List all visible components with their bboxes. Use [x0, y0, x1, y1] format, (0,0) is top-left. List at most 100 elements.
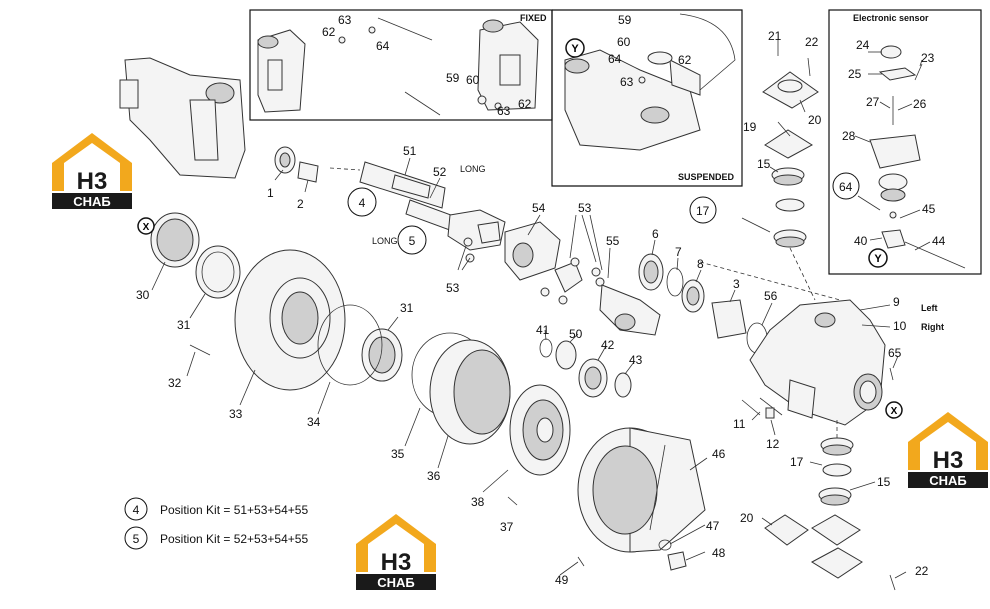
part-65-bolt [889, 367, 894, 381]
label-52: 52 [433, 165, 447, 179]
label-20-upper: 20 [808, 113, 822, 127]
part-33-wheel-hub [234, 249, 346, 391]
h3-snab-logo-left: H3 СНАБ [52, 133, 132, 209]
kit-4-callout-circle [347, 187, 377, 217]
label-24: 24 [856, 38, 870, 52]
part-55-stub-axle [599, 284, 661, 336]
label-17-lower: 17 [790, 455, 804, 469]
label-55: 55 [606, 234, 620, 248]
kit-5-callout: 5 [409, 234, 416, 248]
svg-text:H3: H3 [381, 549, 412, 576]
label-40: 40 [854, 234, 868, 248]
part-41-ring [539, 338, 553, 358]
label-15-lower: 15 [877, 475, 891, 489]
part-37-screw [507, 496, 518, 506]
part-43-bearing [614, 372, 632, 398]
kit-5-callout-circle [397, 225, 427, 255]
upper-kingpin-stack [762, 40, 819, 248]
label-44: 44 [932, 234, 946, 248]
label-59-suspended: 59 [618, 13, 632, 27]
legend-kit-4-number: 4 [133, 503, 140, 517]
svg-text:СНАБ: СНАБ [929, 473, 967, 488]
sensor-box-title: Electronic sensor [853, 13, 929, 23]
label-22-lower: 22 [915, 564, 929, 578]
label-19: 19 [743, 120, 757, 134]
label-34: 34 [307, 415, 321, 429]
label-63-fixed-left: 63 [338, 13, 352, 27]
label-15-upper: 15 [757, 157, 771, 171]
left-annotation: Left [921, 303, 938, 313]
svg-text:H3: H3 [933, 447, 964, 474]
part-38-sun-carrier [509, 384, 571, 476]
kit-4-callout: 4 [359, 196, 366, 210]
x-marker-left: X [137, 217, 155, 235]
label-22-upper: 22 [805, 35, 819, 49]
kit-legend: 4 Position Kit = 51+53+54+55 5 Position … [124, 497, 308, 550]
label-48: 48 [712, 546, 726, 560]
label-41: 41 [536, 323, 550, 337]
label-46: 46 [712, 447, 726, 461]
legend-kit-5-circle [124, 526, 148, 550]
sensor-inset-box [828, 9, 982, 275]
label-63-suspended: 63 [620, 75, 634, 89]
legend-kit-5-text: Position Kit = 52+53+54+55 [160, 532, 308, 546]
label-36: 36 [427, 469, 441, 483]
label-50: 50 [569, 327, 583, 341]
label-26: 26 [913, 97, 927, 111]
x-marker-right: X [885, 401, 903, 419]
label-27: 27 [866, 95, 880, 109]
label-60-fixed: 60 [466, 73, 480, 87]
label-10: 10 [893, 319, 907, 333]
y-marker-sensor: Y [868, 248, 888, 268]
label-8: 8 [697, 257, 704, 271]
label-25: 25 [848, 67, 862, 81]
svg-text:СНАБ: СНАБ [377, 575, 415, 590]
label-53-top: 53 [578, 201, 592, 215]
label-64-sensor: 64 [839, 180, 853, 194]
y-marker-suspended: Y [565, 38, 585, 58]
part-31-bearing-left [195, 245, 241, 299]
label-53-bottom: 53 [446, 281, 460, 295]
label-60-suspended: 60 [617, 35, 631, 49]
axle-housing [119, 57, 246, 179]
label-7: 7 [675, 245, 682, 259]
label-6: 6 [652, 227, 659, 241]
suspended-box-title: SUSPENDED [678, 172, 735, 182]
part-32-stud [189, 344, 211, 356]
label-3: 3 [733, 277, 740, 291]
axis-lines [329, 167, 841, 440]
svg-text:X: X [143, 222, 150, 233]
lower-kingpin-stack [764, 437, 896, 591]
part-12-nut [765, 407, 775, 419]
label-21: 21 [768, 29, 782, 43]
svg-text:H3: H3 [77, 168, 108, 195]
label-64-suspended: 64 [608, 52, 622, 66]
label-59-fixed: 59 [446, 71, 460, 85]
part-49-screw [577, 556, 585, 567]
part-64-callout-circle [832, 172, 860, 200]
part-7-ring [666, 267, 684, 297]
svg-text:Y: Y [571, 43, 579, 55]
label-2: 2 [297, 197, 304, 211]
svg-text:Y: Y [874, 253, 882, 265]
h3-snab-logo-right: H3 СНАБ [908, 412, 988, 488]
label-56: 56 [764, 289, 778, 303]
label-54: 54 [532, 201, 546, 215]
legend-kit-5-number: 5 [133, 532, 140, 546]
label-33: 33 [229, 407, 243, 421]
label-12: 12 [766, 437, 780, 451]
label-30: 30 [136, 288, 150, 302]
label-62-suspended: 62 [678, 53, 692, 67]
fixed-housing-left [257, 29, 306, 113]
fixed-box-title: FIXED [520, 13, 547, 23]
fixed-screws [338, 17, 502, 116]
svg-text:СНАБ: СНАБ [73, 194, 111, 209]
part-17-callout-circle [689, 196, 717, 224]
label-17-upper: 17 [696, 204, 710, 218]
label-28: 28 [842, 129, 856, 143]
legend-kit-4-text: Position Kit = 51+53+54+55 [160, 503, 308, 517]
part-11-bolt [741, 399, 761, 416]
label-32: 32 [168, 376, 182, 390]
long-annotation-left: LONG [372, 236, 398, 246]
